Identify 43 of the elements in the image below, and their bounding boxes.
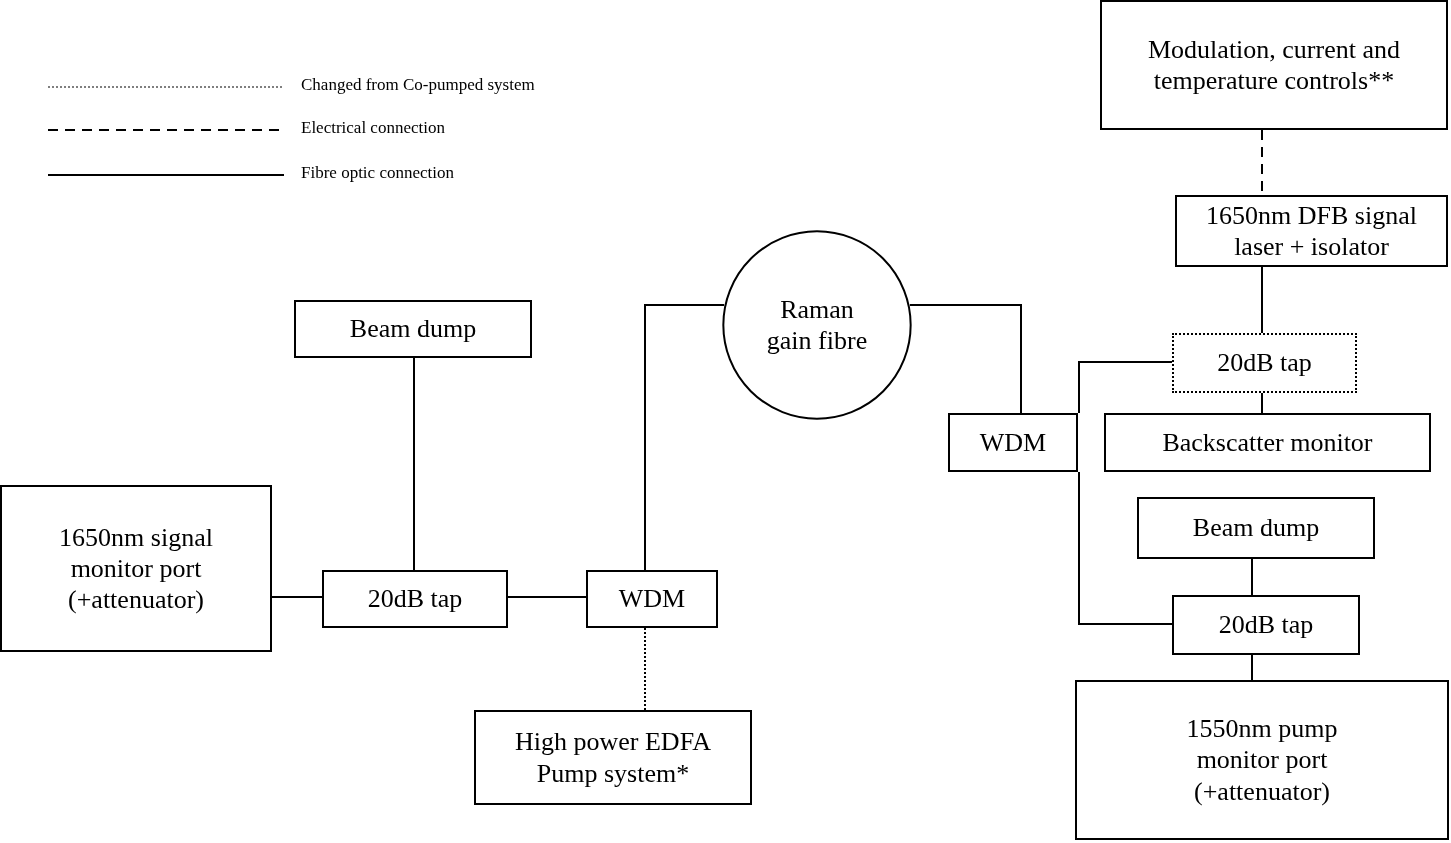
component-box (948, 413, 1078, 472)
component-label: Raman gain fibre (765, 293, 869, 357)
component-label: 1550nm pump monitor port (+attenuator) (1185, 713, 1339, 807)
component-box (1172, 333, 1357, 393)
component-box (1104, 413, 1431, 472)
fibre-connection-line (271, 596, 323, 598)
legend-label: Fibre optic connection (301, 163, 454, 183)
fibre-connection-line (908, 304, 1022, 414)
legend-label: Changed from Co-pumped system (301, 75, 535, 95)
fibre-connection-line (413, 357, 415, 571)
component-box (474, 710, 752, 805)
component-label: 1650nm signal monitor port (+attenuator) (58, 521, 214, 616)
fibre-connection-line (1261, 266, 1263, 334)
changed-connection-line (644, 627, 646, 711)
fibre-connection-line (1251, 654, 1253, 681)
component-label: WDM (618, 583, 686, 615)
component-box (1137, 497, 1375, 559)
fibre-connection-line (644, 304, 726, 571)
component-label: High power EDFA Pump system* (514, 726, 712, 789)
component-box (0, 485, 272, 652)
component-label: 20dB tap (367, 583, 463, 615)
fibre-connection-line (1078, 361, 1173, 414)
component-label: Beam dump (349, 313, 477, 345)
legend-label: Electrical connection (301, 118, 445, 138)
component-label: WDM (979, 426, 1047, 459)
fibre-connection-line (1078, 471, 1173, 625)
fibre-spool-circle (722, 230, 912, 420)
component-box (1100, 0, 1448, 130)
component-box (294, 300, 532, 358)
fibre-connection-line (1251, 558, 1253, 596)
component-label: Beam dump (1192, 512, 1320, 544)
component-label: 20dB tap (1218, 609, 1314, 641)
component-box (1172, 595, 1360, 655)
component-box (1175, 195, 1448, 267)
component-label: 20dB tap (1217, 347, 1312, 379)
component-label: Modulation, current and temperature controls** (1147, 33, 1401, 97)
component-box (1075, 680, 1449, 840)
fibre-connection-line (1261, 392, 1263, 414)
component-label: Backscatter monitor (1162, 426, 1373, 459)
component-box (586, 570, 718, 628)
component-box (322, 570, 508, 628)
fibre-connection-line (507, 596, 587, 598)
component-label: 1650nm DFB signal laser + isolator (1205, 199, 1418, 263)
